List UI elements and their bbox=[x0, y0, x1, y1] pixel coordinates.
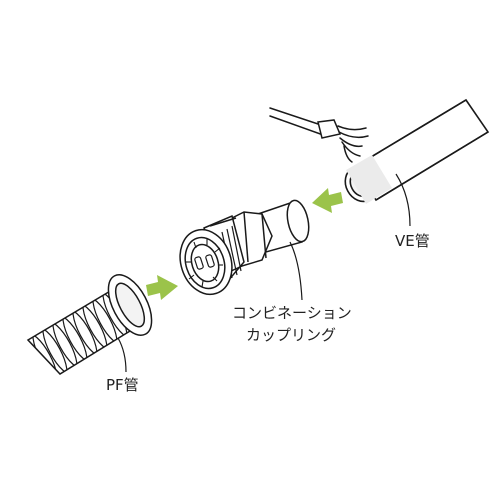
label-ve-pipe: VE管 bbox=[395, 232, 430, 250]
right-arrow-icon bbox=[146, 275, 178, 300]
leader-pf-pipe bbox=[117, 337, 127, 373]
ve-pipe bbox=[344, 98, 490, 204]
leader-coupling bbox=[289, 241, 303, 301]
label-coupling-line2: カップリング bbox=[246, 326, 336, 344]
label-pf-pipe: PF管 bbox=[106, 376, 139, 394]
leader-lines bbox=[117, 173, 411, 373]
combination-coupling bbox=[179, 199, 310, 296]
pf-pipe bbox=[26, 274, 153, 375]
label-coupling-line1: コンビネーション bbox=[232, 304, 352, 322]
leader-ve-pipe bbox=[395, 173, 411, 227]
wires bbox=[269, 107, 369, 163]
left-arrow-icon bbox=[312, 188, 343, 213]
